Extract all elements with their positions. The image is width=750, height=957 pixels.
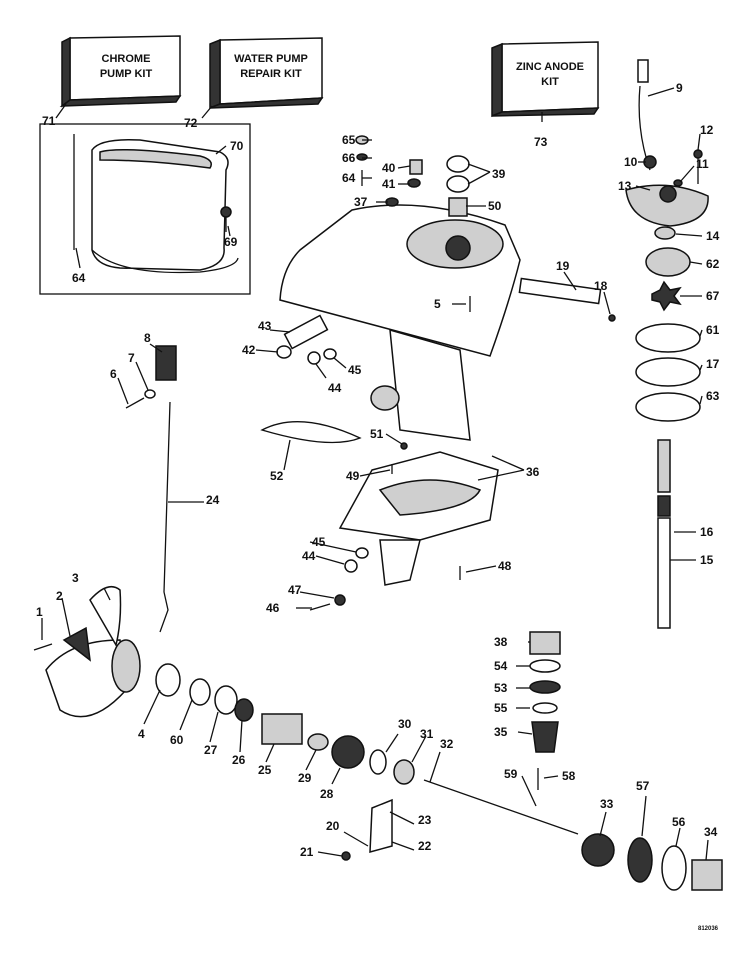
callout-label: 9 xyxy=(676,81,683,95)
callout-label: 55 xyxy=(494,701,508,715)
water-pump-stack xyxy=(625,59,709,629)
callout-label: 29 xyxy=(298,771,312,785)
callout-label: 25 xyxy=(258,763,272,777)
callout-label: 64 xyxy=(72,271,86,285)
callout-label: 38 xyxy=(494,635,508,649)
callout-label: 13 xyxy=(618,179,632,193)
callout-label: 14 xyxy=(706,229,720,243)
callout-label: 70 xyxy=(230,139,244,153)
callout-label: 43 xyxy=(258,319,272,333)
callout-label: 18 xyxy=(594,279,608,293)
callout-label: 69 xyxy=(224,235,238,249)
callout-label: 64 xyxy=(342,171,356,185)
callout-label: 39 xyxy=(492,167,506,181)
callout-label: 53 xyxy=(494,681,508,695)
callout-label: 60 xyxy=(170,733,184,747)
callout-label: 62 xyxy=(706,257,720,271)
lower-fasteners xyxy=(309,442,461,611)
callout-label: 45 xyxy=(312,535,326,549)
callout-label: 51 xyxy=(370,427,384,441)
callout-label: 61 xyxy=(706,323,720,337)
callout-label: 30 xyxy=(398,717,412,731)
callout-label: 71 xyxy=(42,114,56,128)
callout-label: 16 xyxy=(700,525,714,539)
callout-label: 37 xyxy=(354,195,368,209)
callout-label: 58 xyxy=(562,769,576,783)
callout-label: 56 xyxy=(672,815,686,829)
callout-label: 52 xyxy=(270,469,284,483)
callout-label: 28 xyxy=(320,787,334,801)
callout-label: 21 xyxy=(300,845,314,859)
callout-label: 1 xyxy=(36,605,43,619)
callout-label: 41 xyxy=(382,177,396,191)
callout-label: 24 xyxy=(206,493,220,507)
callout-label: 46 xyxy=(266,601,280,615)
callout-label: 67 xyxy=(706,289,720,303)
callout-label: 54 xyxy=(494,659,508,673)
callout-label: 45 xyxy=(348,363,362,377)
callout-label: 34 xyxy=(704,825,718,839)
callout-label: 33 xyxy=(600,797,614,811)
callout-label: 50 xyxy=(488,199,502,213)
callout-label: 2 xyxy=(56,589,63,603)
callout-label: 12 xyxy=(700,123,714,137)
kit-waterpump-line1: WATER PUMP xyxy=(234,53,308,65)
callout-label: 11 xyxy=(696,157,709,171)
callout-label: 7 xyxy=(128,351,135,365)
callout-label: 4 xyxy=(138,727,145,741)
callout-label: 48 xyxy=(498,559,512,573)
callout-label: 57 xyxy=(636,779,650,793)
callout-label: 73 xyxy=(534,135,548,149)
left-linkage xyxy=(125,277,616,633)
top-fasteners xyxy=(355,135,471,312)
callout-label: 35 xyxy=(494,725,508,739)
callout-label: 8 xyxy=(144,331,151,345)
callout-label: 66 xyxy=(342,151,356,165)
callout-label: 17 xyxy=(706,357,720,371)
kit-zinc-line2: KIT xyxy=(541,76,559,88)
callout-label: 59 xyxy=(504,767,518,781)
callout-label: 15 xyxy=(700,553,714,567)
callout-label: 65 xyxy=(342,133,356,147)
callout-label: 49 xyxy=(346,469,360,483)
callout-label: 31 xyxy=(420,727,434,741)
callout-label: 6 xyxy=(110,367,117,381)
propeller-assembly xyxy=(33,585,723,891)
kit-waterpump-line2: REPAIR KIT xyxy=(240,68,302,80)
kit-box-chrome: CHROME PUMP KIT xyxy=(59,35,182,108)
callout-label: 47 xyxy=(288,583,302,597)
callout-label: 5 xyxy=(434,297,441,311)
callout-label: 23 xyxy=(418,813,432,827)
callout-label: 72 xyxy=(184,116,198,130)
callout-label: 44 xyxy=(328,381,342,395)
drawing-code: 812036 xyxy=(698,926,719,932)
callout-label: 19 xyxy=(556,259,570,273)
inset-frame xyxy=(39,123,251,295)
callout-label: 22 xyxy=(418,839,432,853)
kit-chrome-line1: CHROME xyxy=(102,53,151,65)
kit-box-zinc: ZINC ANODE KIT xyxy=(491,41,600,118)
callout-label: 20 xyxy=(326,819,340,833)
callout-label: 36 xyxy=(526,465,540,479)
callout-label: 3 xyxy=(72,571,79,585)
kit-box-waterpump: WATER PUMP REPAIR KIT xyxy=(209,37,324,110)
bearing-stack xyxy=(529,631,561,753)
gearcase-housing xyxy=(279,204,521,586)
callout-label: 63 xyxy=(706,389,720,403)
leader-lines xyxy=(41,87,709,861)
callout-label: 26 xyxy=(232,753,246,767)
callout-label: 32 xyxy=(440,737,454,751)
callout-label: 44 xyxy=(302,549,316,563)
callout-label: 40 xyxy=(382,161,396,175)
kit-chrome-line2: PUMP KIT xyxy=(100,68,153,80)
callout-label: 10 xyxy=(624,155,638,169)
callout-label: 27 xyxy=(204,743,218,757)
callout-labels: 71 72 73 1 2 3 4 5 6 7 8 9 10 11 12 13 1… xyxy=(36,81,720,932)
kit-zinc-line1: ZINC ANODE xyxy=(516,61,584,73)
callout-label: 42 xyxy=(242,343,256,357)
